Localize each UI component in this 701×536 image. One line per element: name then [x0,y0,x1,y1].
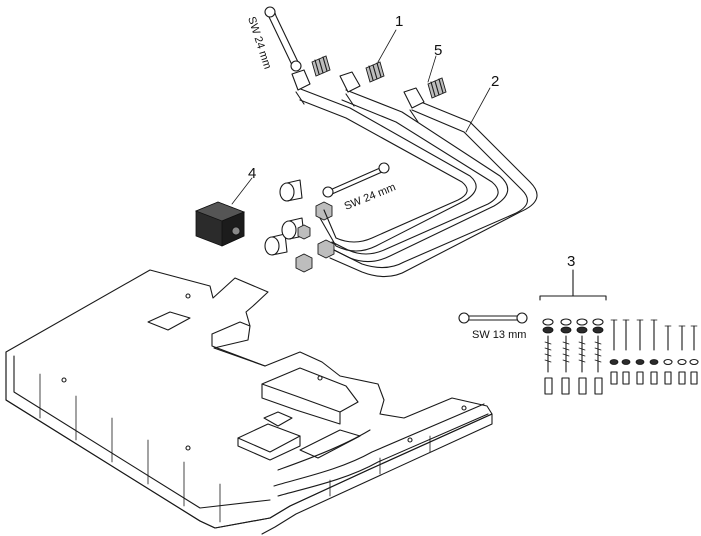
wrench-top-label: SW 24 mm [245,15,273,70]
small-screws [609,319,699,385]
large-screws [542,318,604,395]
fixing-set [539,269,699,395]
callout-4: 4 [248,165,256,182]
callout-2: 2 [491,73,499,90]
wrench-middle-icon [322,162,390,198]
wrench-small-label: SW 13 mm [472,329,526,341]
flexible-hoses [291,69,538,278]
junction-box [194,201,246,247]
wrench-top-icon [264,6,302,72]
callout-leaders [231,29,491,205]
mounting-frame [5,269,493,535]
callout-5: 5 [434,42,442,59]
callout-1: 1 [395,13,403,30]
threaded-nipples [311,55,447,99]
connection-fittings [264,179,335,273]
wrench-small-icon [458,312,528,324]
callout-3: 3 [567,253,575,270]
